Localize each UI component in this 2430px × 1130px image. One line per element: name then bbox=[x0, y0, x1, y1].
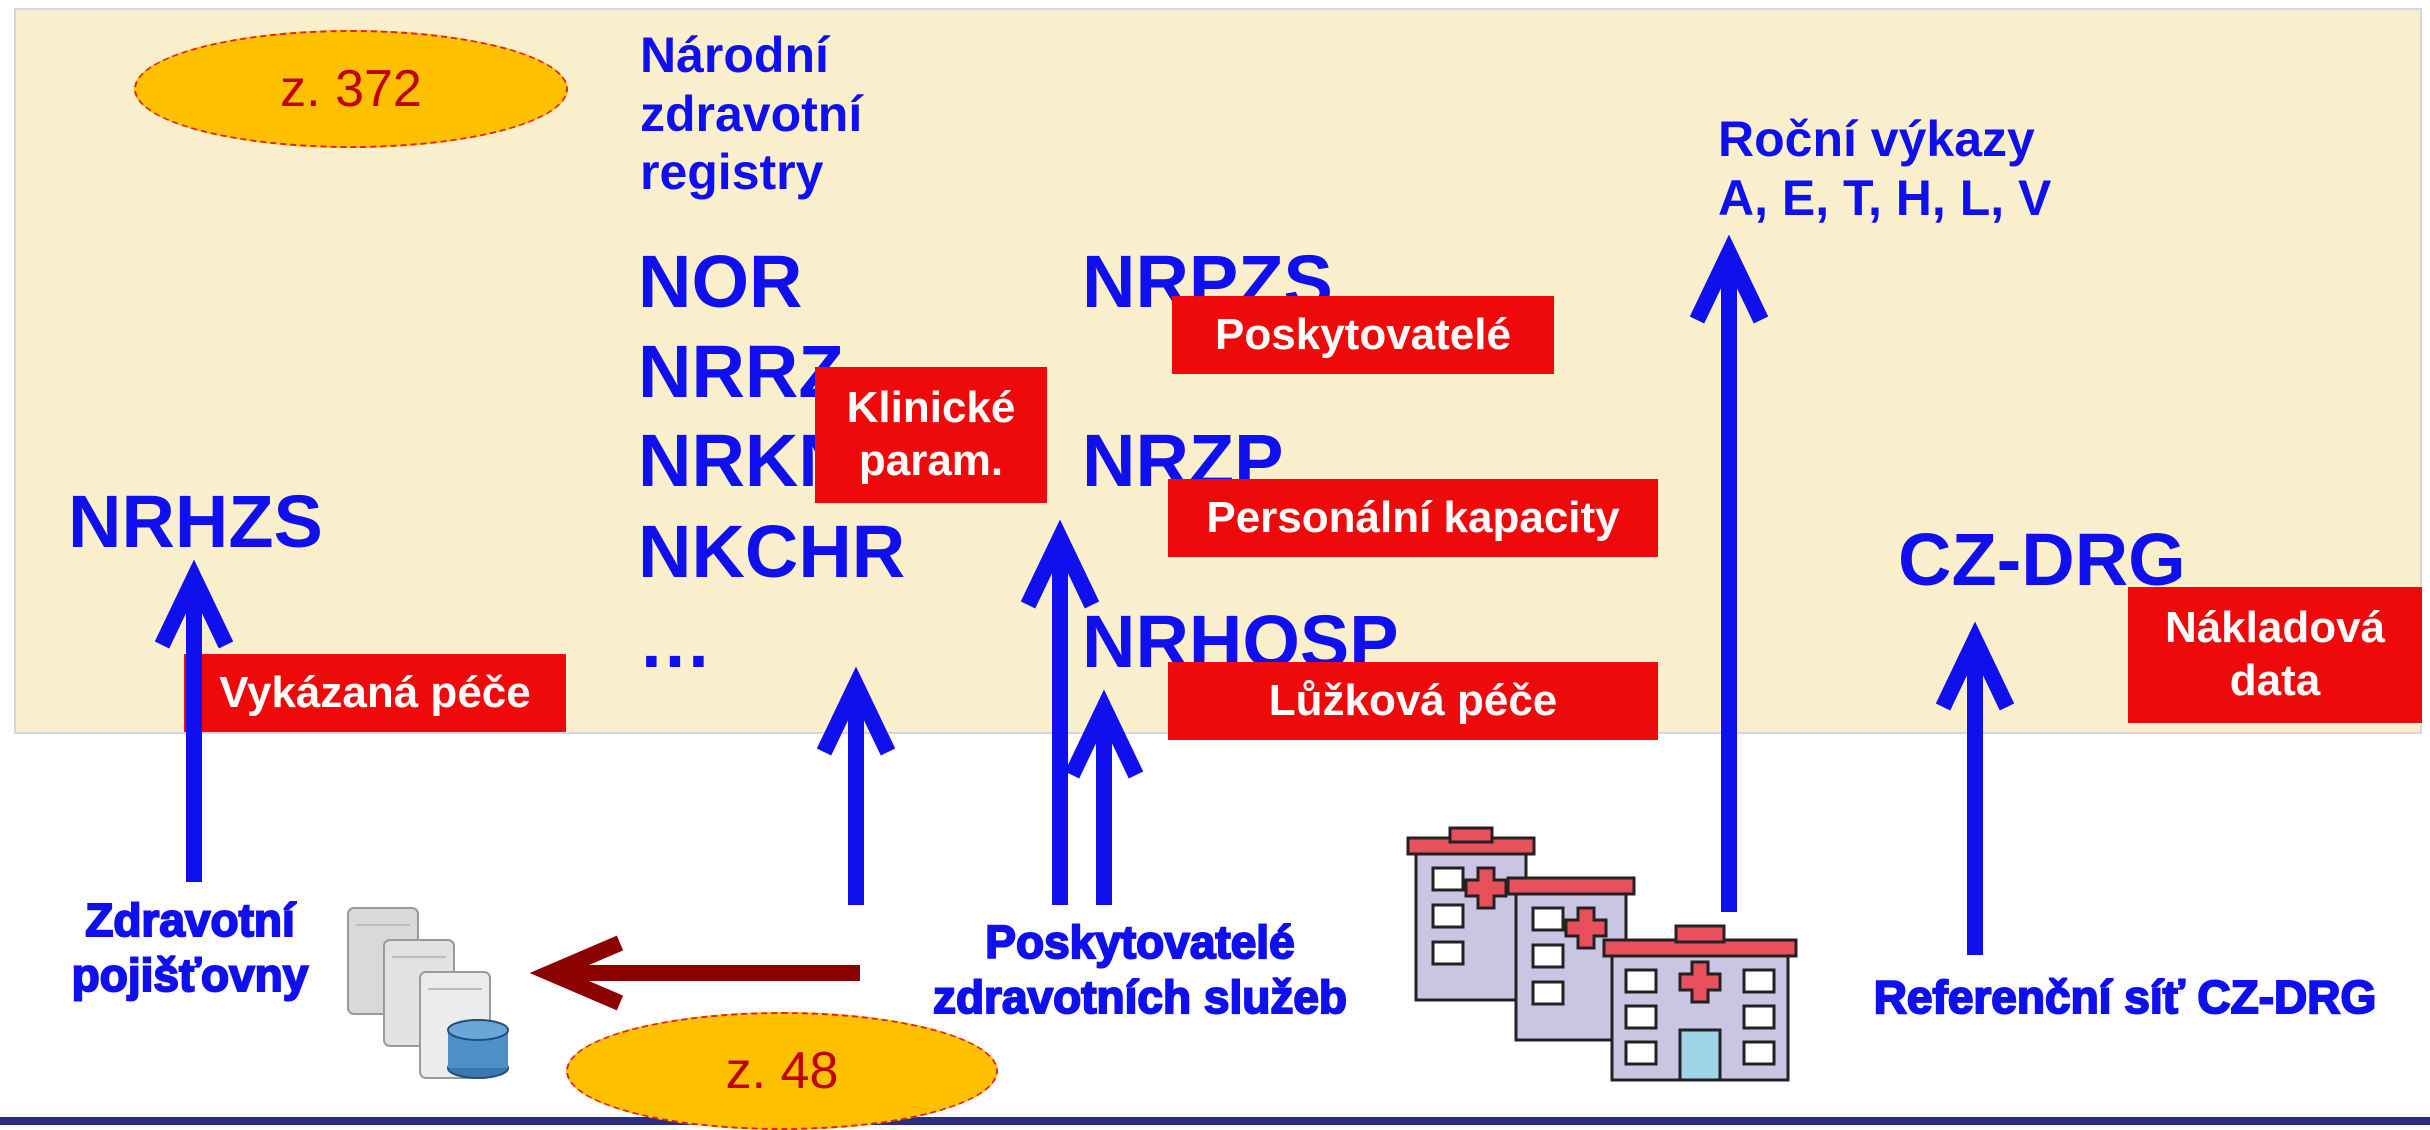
arrow-to-nrhosp bbox=[1064, 689, 1144, 905]
arrow-providers-to-insurance bbox=[529, 935, 860, 1011]
hospitals-icon bbox=[1406, 826, 1798, 1082]
arrow-to-nrpzs-nrzp bbox=[1020, 519, 1100, 905]
label-personalni-kapacity: Personální kapacity bbox=[1168, 479, 1658, 557]
law-372-ellipse: z. 372 bbox=[134, 30, 568, 148]
law-48-label: z. 48 bbox=[725, 1042, 839, 1100]
source-healthcare-providers: Poskytovatelé zdravotních služeb bbox=[932, 915, 1348, 1024]
registry-czdrg: CZ-DRG bbox=[1898, 518, 2186, 601]
bottom-bar bbox=[0, 1117, 2430, 1125]
label-luzkova-pece: Lůžková péče bbox=[1168, 662, 1658, 740]
registry-nrhzs: NRHZS bbox=[68, 480, 323, 563]
label-vykazana-pece: Vykázaná péče bbox=[184, 654, 566, 732]
registry-nrrz: NRRZ bbox=[638, 330, 844, 413]
law-48-ellipse: z. 48 bbox=[566, 1012, 998, 1130]
registry-nkchr: NKCHR bbox=[638, 510, 906, 593]
servers-icon bbox=[347, 907, 509, 1079]
label-nakladova-data: Nákladová data bbox=[2128, 587, 2422, 723]
arrow-to-czdrg bbox=[1935, 621, 2015, 955]
source-insurance-companies: Zdravotní pojišťovny bbox=[71, 893, 310, 1002]
law-372-label: z. 372 bbox=[280, 60, 422, 118]
arrow-insurance-to-nrhzs bbox=[154, 559, 234, 882]
registry-nor: NOR bbox=[638, 240, 803, 323]
national-registries-heading: Národní zdravotní registry bbox=[640, 27, 863, 200]
label-poskytovatele: Poskytovatelé bbox=[1172, 296, 1554, 374]
source-reference-network: Referenční síť CZ-DRG bbox=[1873, 970, 2378, 1024]
annual-reports-heading: Roční výkazy A, E, T, H, L, V bbox=[1718, 111, 2052, 226]
label-klinicke-param: Klinické param. bbox=[815, 367, 1047, 503]
arrow-to-clinical-registries bbox=[816, 666, 896, 905]
registry-ellipsis: … bbox=[638, 600, 712, 683]
arrow-to-annual-reports bbox=[1689, 234, 1769, 912]
